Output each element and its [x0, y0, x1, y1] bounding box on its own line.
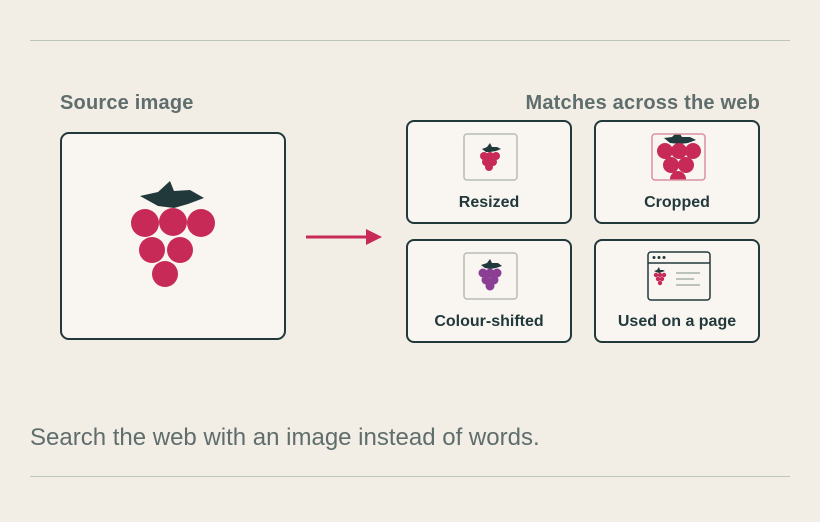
match-card-used-on-page: Used on a page [594, 239, 760, 343]
top-divider [30, 40, 790, 41]
match-label-resized: Resized [458, 194, 520, 211]
match-card-colour-shifted: Colour-shifted [406, 239, 572, 343]
match-card-cropped: Cropped [594, 120, 760, 224]
raspberry-icon [131, 181, 215, 287]
webpage-thumbnail [647, 251, 711, 301]
match-label-colour-shifted: Colour-shifted [434, 313, 544, 330]
bottom-divider [30, 476, 790, 477]
colour-shifted-raspberry-thumbnail [463, 252, 518, 300]
source-image-card [60, 132, 286, 340]
match-card-resized: Resized [406, 120, 572, 224]
caption: Search the web with an image instead of … [30, 424, 540, 451]
match-label-cropped: Cropped [644, 194, 710, 211]
matches-heading: Matches across the web [525, 92, 760, 114]
cropped-raspberry-thumbnail [651, 133, 706, 181]
arrow-right-icon [306, 229, 382, 245]
resized-raspberry-thumbnail [463, 133, 518, 181]
source-heading: Source image [60, 92, 194, 114]
match-label-used-on-page: Used on a page [617, 313, 737, 330]
